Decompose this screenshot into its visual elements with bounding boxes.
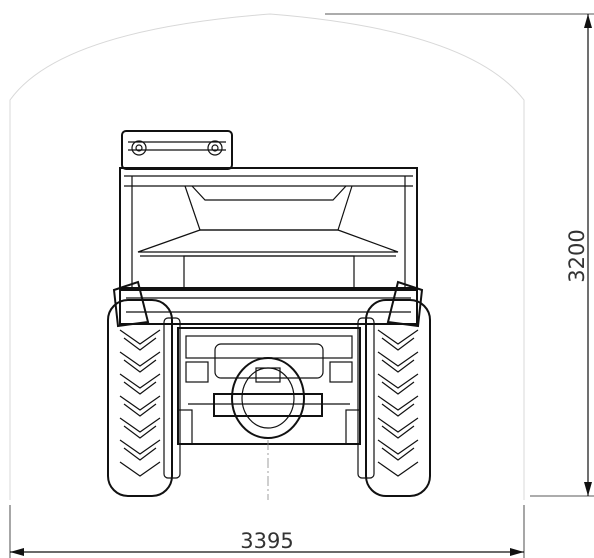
width-dimension-label: 3395 [240,529,293,553]
cab-guard [121,130,233,170]
width-dimension [9,505,525,558]
height-dimension-label: 3200 [565,229,589,282]
front-axle [177,327,361,500]
dump-body [119,167,418,291]
right-wheel [357,299,431,497]
front-bumper [112,280,424,328]
left-wheel [107,299,181,497]
height-dimension [325,13,594,497]
clearance-envelope [9,13,525,500]
